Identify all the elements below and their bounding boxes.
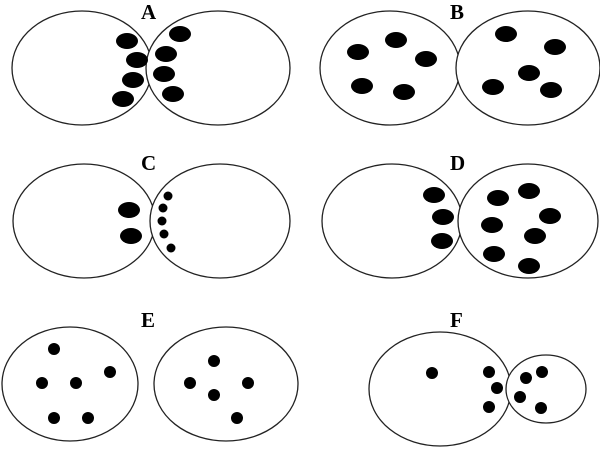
particle	[153, 66, 175, 82]
particle	[536, 366, 548, 378]
cell-left	[11, 10, 153, 126]
particle	[431, 233, 453, 249]
particle	[415, 51, 437, 67]
particle	[48, 343, 60, 355]
particle	[242, 377, 254, 389]
panel-e: E	[1, 308, 299, 442]
panel-c: C	[12, 151, 291, 279]
panel-b: B	[319, 0, 600, 126]
particle	[487, 190, 509, 206]
particle	[483, 401, 495, 413]
particle-small	[159, 229, 169, 239]
particle-small	[157, 216, 167, 226]
particle	[518, 65, 540, 81]
particle	[495, 26, 517, 42]
cell-small	[505, 354, 587, 424]
particle	[520, 372, 532, 384]
particle	[351, 78, 373, 94]
panel-d: D	[321, 151, 599, 279]
panel-f: F	[368, 308, 587, 447]
cell-right	[149, 163, 291, 279]
particle	[120, 228, 142, 244]
panel-a: A	[11, 0, 291, 126]
particle-small	[166, 243, 176, 253]
particle	[116, 33, 138, 49]
particle	[482, 79, 504, 95]
particle	[208, 355, 220, 367]
particle	[432, 209, 454, 225]
particle-small	[163, 191, 173, 201]
particle	[122, 72, 144, 88]
particle	[231, 412, 243, 424]
particle-small	[158, 203, 168, 213]
particle	[491, 382, 503, 394]
particle	[514, 391, 526, 403]
particle	[385, 32, 407, 48]
cell-left	[12, 163, 156, 279]
particle	[208, 389, 220, 401]
particle	[162, 86, 184, 102]
particle	[70, 377, 82, 389]
particle	[423, 187, 445, 203]
particle	[540, 82, 562, 98]
particle	[126, 52, 148, 68]
particle	[36, 377, 48, 389]
particle	[155, 46, 177, 62]
panel-label-e: E	[141, 308, 155, 332]
particle	[518, 258, 540, 274]
particle	[483, 366, 495, 378]
panel-label-c: C	[141, 151, 156, 175]
cell-large	[368, 331, 512, 447]
particle	[544, 39, 566, 55]
cell-left	[1, 326, 139, 442]
particle	[169, 26, 191, 42]
panel-label-a: A	[141, 0, 157, 24]
particle	[524, 228, 546, 244]
particle	[539, 208, 561, 224]
particle	[184, 377, 196, 389]
cell-right	[153, 326, 299, 442]
particle	[393, 84, 415, 100]
panel-label-d: D	[450, 151, 465, 175]
cell-left	[319, 10, 461, 126]
particle	[426, 367, 438, 379]
particle	[481, 217, 503, 233]
particle	[82, 412, 94, 424]
particle	[104, 366, 116, 378]
particle	[535, 402, 547, 414]
panel-label-f: F	[450, 308, 463, 332]
particle	[483, 246, 505, 262]
particle	[347, 44, 369, 60]
particle	[518, 183, 540, 199]
panel-label-b: B	[450, 0, 464, 24]
particle	[118, 202, 140, 218]
particle	[48, 412, 60, 424]
particle	[112, 91, 134, 107]
